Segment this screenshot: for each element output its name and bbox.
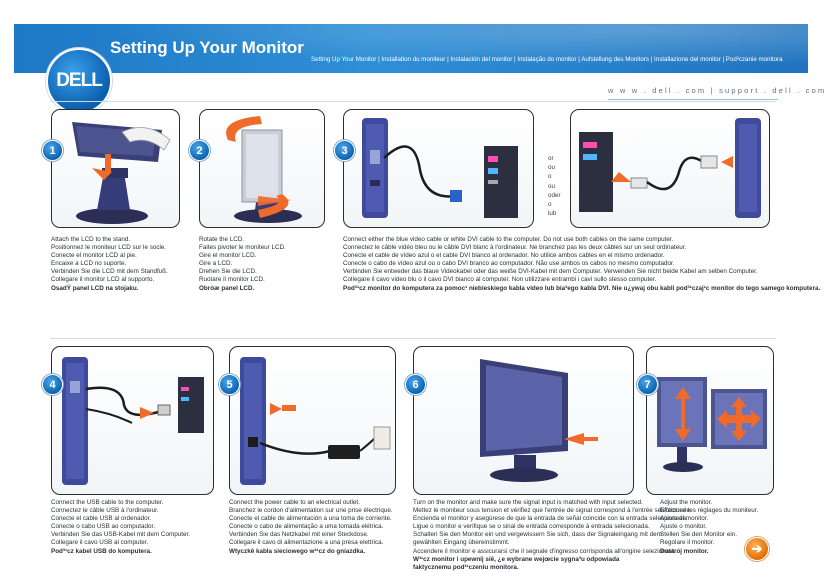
step-6-badge: 6 [405,374,426,395]
step-4-badge: 4 [42,374,63,395]
header-rule [608,99,778,100]
step-5-illustration [229,346,396,495]
step-2-illustration [199,109,325,228]
step-4-illustration [51,346,214,495]
step-6-text: Turn on the monitor and make sure the si… [413,499,692,571]
step-5-badge: 5 [219,374,240,395]
step-4-text: Connect the USB cable to the computer.Co… [51,499,190,555]
step-3-badge: 3 [334,140,355,161]
website-links: w w w . dell . com | support . dell . co… [608,86,826,95]
dell-logo: DELL [46,48,112,114]
step-7-badge: 7 [637,374,658,395]
header-banner [14,24,808,73]
section-rule-2 [50,338,776,339]
language-titles: Setting Up Your Monitor | Installation d… [311,56,783,63]
step-7-text: Adjust the monitor.Effectuez les réglage… [660,499,759,555]
step-1-badge: 1 [42,140,63,161]
step-3-illustration [343,109,534,228]
step-5-text: Connect the power cable to an electrical… [229,499,393,555]
arrow-right-icon[interactable]: ➔ [745,537,769,561]
step-3-dvi-illustration [570,109,770,228]
step-2-badge: 2 [189,140,210,161]
step-6-illustration [413,346,634,495]
step-1-text: Attach the LCD to the stand.Positionnez … [51,236,168,292]
section-rule [50,101,776,102]
step-7-illustration [646,346,774,495]
step-2-text: Rotate the LCD.Faites pivoter le moniteu… [199,236,286,292]
step-1-illustration [51,109,180,228]
step-3-text: Connect either the blue video cable or w… [343,236,821,292]
page-title: Setting Up Your Monitor [110,38,304,57]
